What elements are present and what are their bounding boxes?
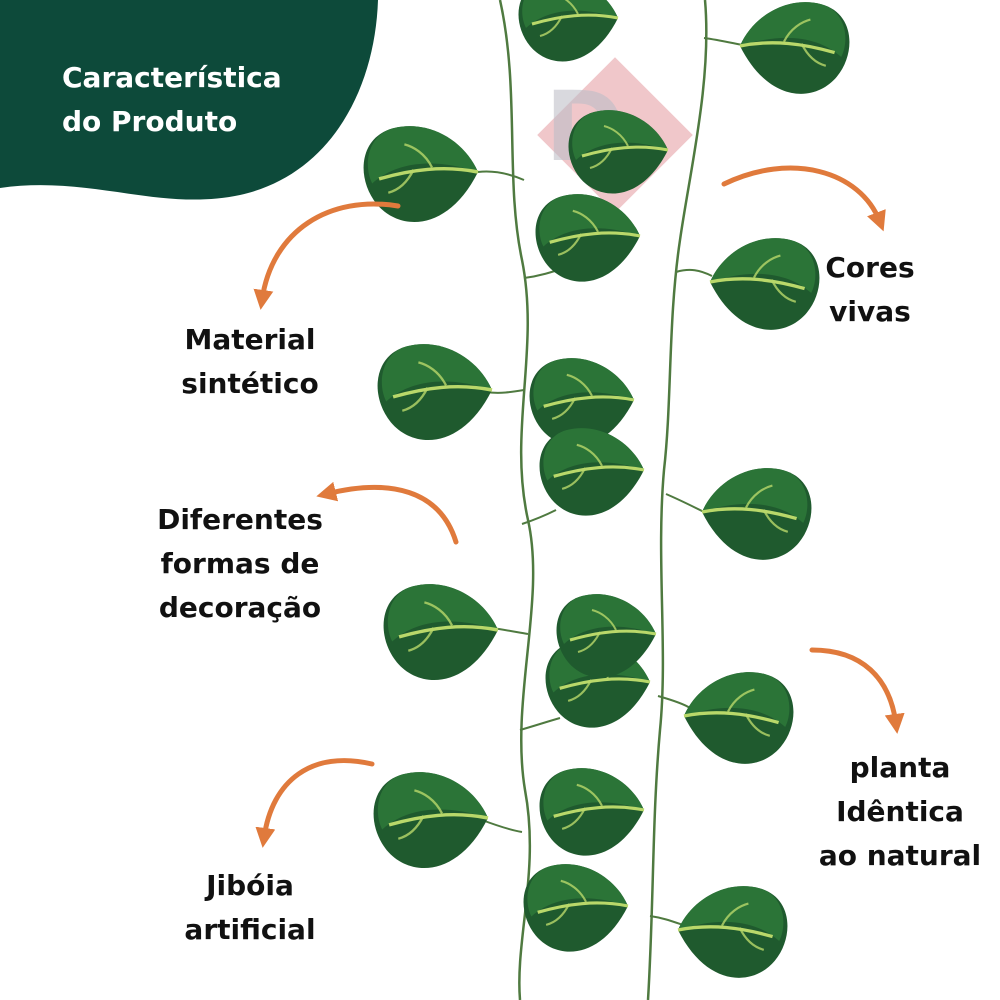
leaf-icon: [537, 426, 646, 518]
leaf-icon: [375, 342, 494, 442]
feature-planta-label: planta Idêntica ao natural: [800, 746, 1000, 878]
feature-jiboia-label: Jibóia artificial: [140, 864, 360, 952]
header-title: Característica do Produto: [62, 56, 362, 144]
leaf-icon: [682, 670, 796, 766]
feature-formas-label: Diferentes formas de decoração: [110, 498, 370, 630]
feature-line: Diferentes: [157, 503, 323, 536]
leaf-icon: [521, 862, 630, 954]
feature-line: Jibóia: [206, 869, 294, 902]
feature-line: vivas: [829, 295, 911, 328]
feature-cores-label: Cores vivas: [780, 246, 960, 334]
header-badge-shape: [0, 0, 378, 200]
leaf-icon: [700, 466, 814, 562]
leaf-icon: [516, 0, 620, 63]
curved-arrow-icon: [809, 647, 905, 734]
header-title-line: Característica: [62, 61, 282, 94]
leaf-icon: [381, 582, 500, 682]
curved-arrow-icon: [721, 165, 886, 232]
feature-line: Cores: [825, 251, 915, 284]
vine-right: [646, 0, 708, 1000]
curved-arrow-icon: [253, 201, 401, 310]
leaf-icon: [533, 192, 642, 284]
feature-line: decoração: [158, 591, 322, 624]
leaf-icon: [676, 884, 790, 980]
feature-line: artificial: [184, 913, 316, 946]
leaf-icon: [361, 124, 480, 224]
feature-material-label: Material sintético: [140, 318, 360, 406]
feature-line: formas de: [160, 547, 320, 580]
vine-left: [498, 0, 535, 1000]
feature-line: sintético: [181, 367, 319, 400]
curved-arrow-icon: [316, 481, 459, 545]
feature-line: Material: [184, 323, 316, 356]
leaf-icon: [554, 592, 658, 679]
curved-arrow-icon: [255, 758, 375, 848]
header-title-line: do Produto: [62, 105, 238, 138]
feature-line: Idêntica: [836, 795, 964, 828]
leaf-icon: [738, 0, 852, 96]
feature-line: ao natural: [818, 839, 982, 872]
leaf-icon: [537, 766, 646, 858]
leaf-icon: [371, 770, 490, 870]
feature-line: planta: [849, 751, 951, 784]
